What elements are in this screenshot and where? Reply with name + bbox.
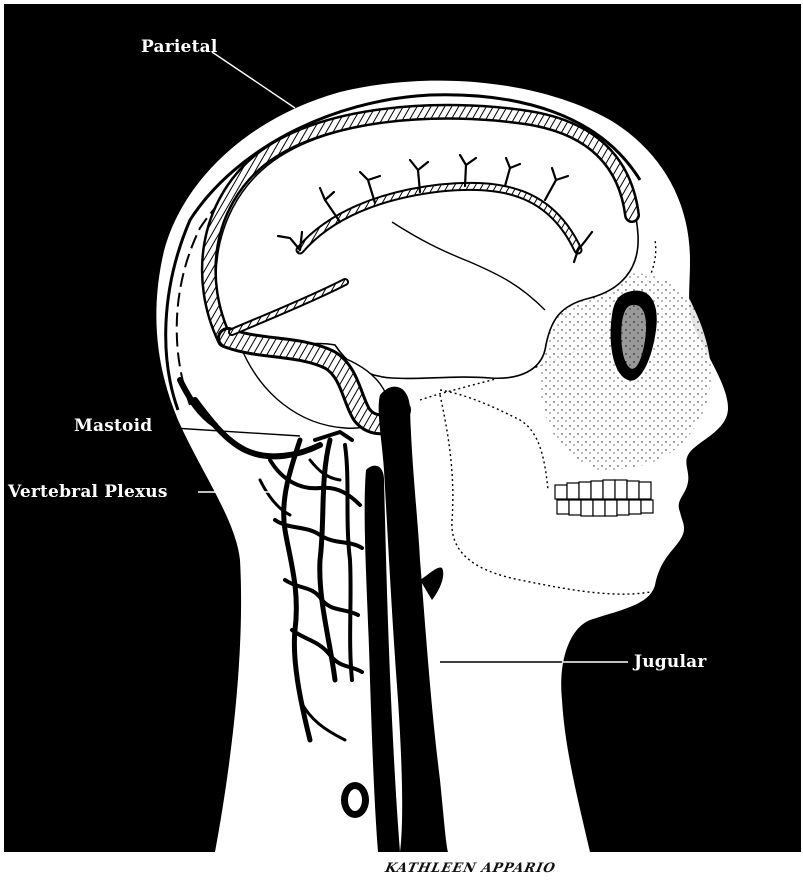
vessel-cross-section-lumen [348,789,362,811]
label-vertebral-plexus: Vertebral Plexus [7,482,168,502]
label-parietal: Parietal [141,37,218,57]
label-mastoid: Mastoid [74,416,152,436]
artist-signature: KATHLEEN APPARIO [383,861,557,876]
teeth [555,480,653,516]
label-jugular: Jugular [632,652,707,672]
